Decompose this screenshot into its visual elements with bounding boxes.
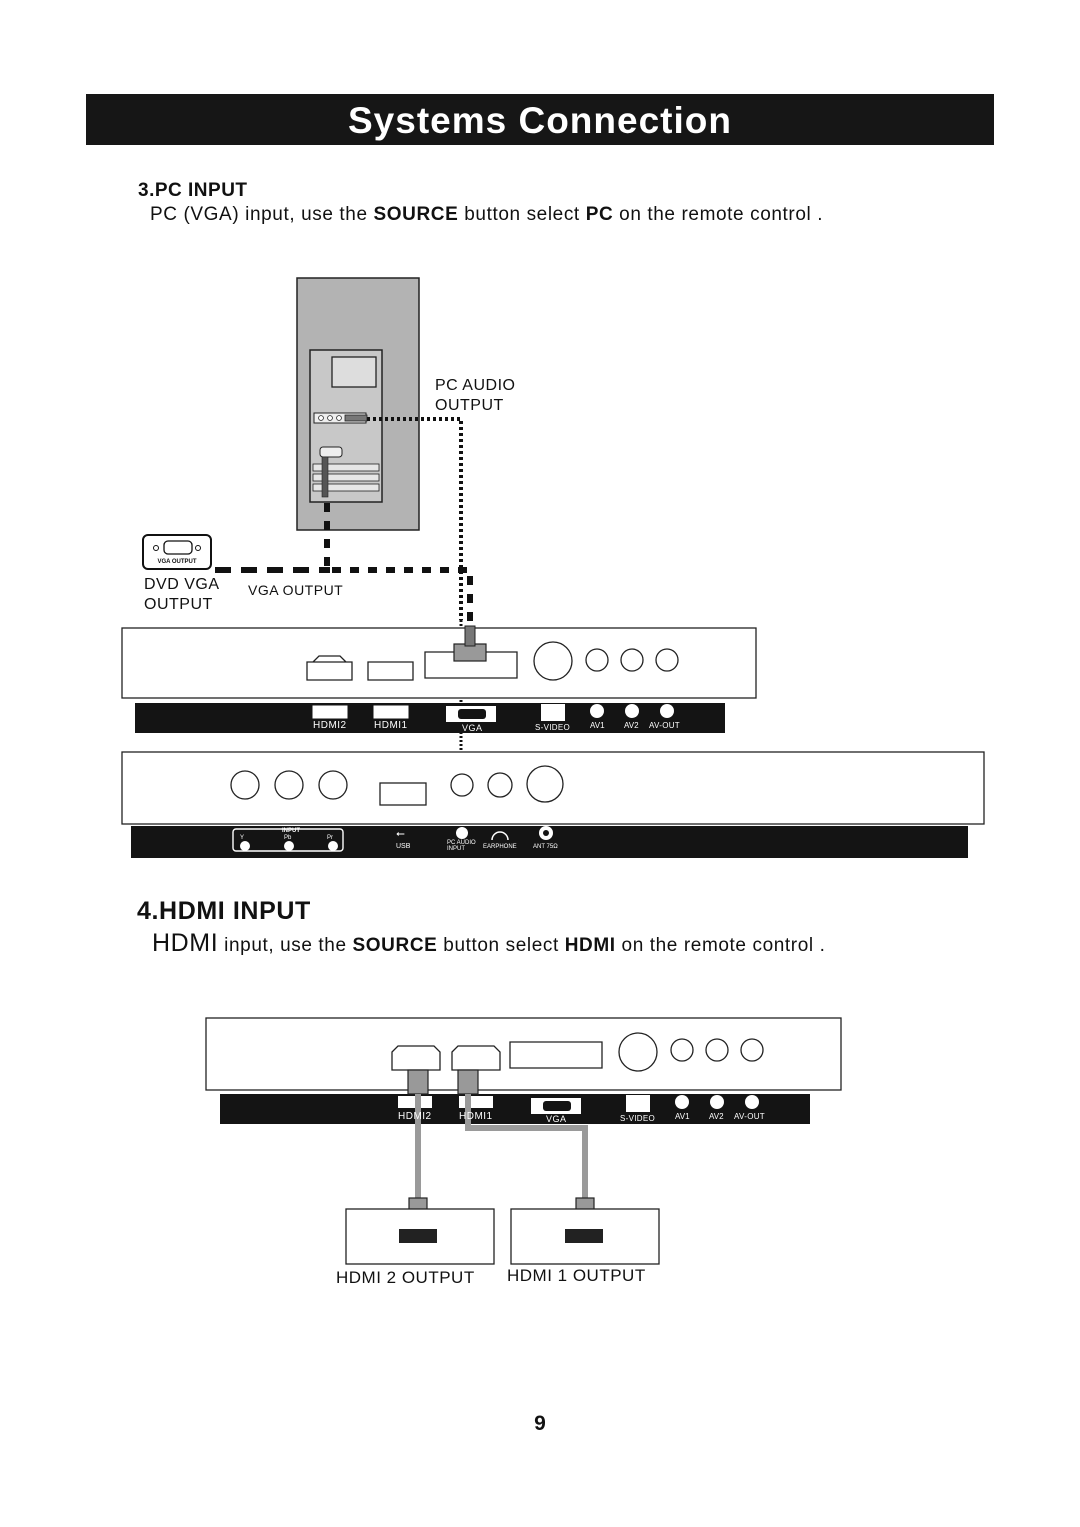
page-title: Systems Connection <box>348 100 732 141</box>
port-label-av-out: AV-OUT <box>649 721 680 730</box>
page-number: 9 <box>534 1412 546 1435</box>
desc-text: on the remote control . <box>613 204 824 225</box>
port-label-ant: ANT 75Ω <box>533 844 558 850</box>
desc-text: PC (VGA) input, use the <box>150 204 374 225</box>
hdmi1-plug-tv <box>457 1069 479 1095</box>
usb-icon: ⭠ <box>396 828 405 840</box>
desc-text: on the remote control . <box>615 935 826 956</box>
port-label-av-out: AV-OUT <box>734 1112 765 1121</box>
desc-pc-keyword: PC <box>585 204 614 225</box>
desc-text: button select <box>437 935 565 956</box>
port-label-usb: USB <box>396 843 411 850</box>
section-heading-pc-input: 3.PC INPUT <box>138 180 248 201</box>
port-label-vga: VGA <box>462 723 483 733</box>
port-label-pb: Pb <box>284 835 292 841</box>
audio-cable <box>367 417 463 620</box>
hdmi1-cable <box>465 1094 588 1200</box>
vga-output-label: VGA OUTPUT <box>248 582 344 598</box>
hdmi2-plug-tv <box>407 1069 429 1095</box>
port-label-hdmi1: HDMI1 <box>374 720 408 731</box>
pc-audio-output-label: PC AUDIO OUTPUT <box>435 376 515 416</box>
port-label-svideo: S-VIDEO <box>535 723 570 732</box>
pc-vga-port <box>319 446 343 458</box>
label-line: OUTPUT <box>144 596 213 613</box>
title-banner: Systems Connection <box>86 94 994 145</box>
desc-hdmi-large: HDMI <box>152 929 219 957</box>
hdmi2-output-label: HDMI 2 OUTPUT <box>336 1268 475 1287</box>
label-line: PC AUDIO <box>447 840 476 846</box>
desc-source-keyword: SOURCE <box>373 204 459 225</box>
section-description-hdmi-input: HDMI input, use the SOURCE button select… <box>152 929 825 958</box>
label-line: DVD VGA <box>144 576 220 593</box>
port-label-earphone: EARPHONE <box>483 844 517 850</box>
port-label-hdmi1: HDMI1 <box>459 1111 493 1122</box>
section-description-pc-input: PC (VGA) input, use the SOURCE button se… <box>150 204 823 226</box>
port-label-y: Y <box>240 835 245 841</box>
label-line: INPUT <box>447 846 465 852</box>
desc-text: input, use the <box>218 935 353 956</box>
label-line: PC AUDIO <box>435 377 516 394</box>
port-label-av1: AV1 <box>590 721 605 730</box>
port-label-av1: AV1 <box>675 1112 690 1121</box>
vga-output-small-label: VGA OUTPUT <box>157 559 197 565</box>
vga-cable-pc <box>324 503 473 630</box>
desc-hdmi-keyword: HDMI <box>564 935 616 956</box>
port-label-vga: VGA <box>546 1114 567 1124</box>
label-line: OUTPUT <box>435 397 504 414</box>
desc-text: button select <box>458 204 586 225</box>
port-label-pc-audio-input: PC AUDIO INPUT <box>447 840 476 852</box>
port-label-svideo: S-VIDEO <box>620 1114 655 1123</box>
port-label-av2: AV2 <box>709 1112 724 1121</box>
port-label-av2: AV2 <box>624 721 639 730</box>
desc-source-keyword: SOURCE <box>352 935 438 956</box>
hdmi1-output-label: HDMI 1 OUTPUT <box>507 1266 646 1285</box>
port-label-pr: Pr <box>327 835 333 841</box>
pc-fan <box>331 356 377 388</box>
port-label-input: INPUT <box>282 828 300 834</box>
port-label-hdmi2: HDMI2 <box>398 1111 432 1122</box>
dvd-vga-output-label: DVD VGA OUTPUT <box>144 575 220 615</box>
section-heading-hdmi-input: 4.HDMI INPUT <box>137 897 311 925</box>
port-label-hdmi2: HDMI2 <box>313 720 347 731</box>
